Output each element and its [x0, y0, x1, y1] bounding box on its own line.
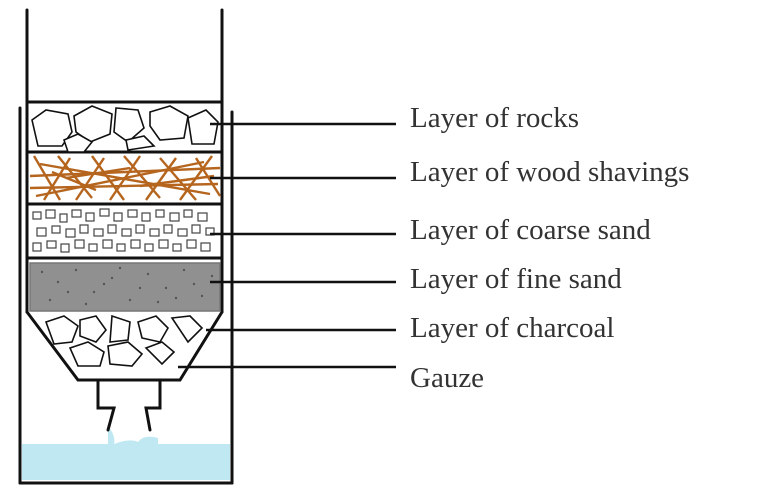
label-coarse-sand: Layer of coarse sand [410, 214, 651, 246]
rocks-layer [27, 100, 222, 154]
leader-lines [178, 122, 396, 369]
coarse-sand-layer [27, 208, 222, 260]
label-gauze: Gauze [410, 362, 485, 394]
wood-shavings-layer [27, 155, 222, 206]
filtered-water [22, 444, 230, 480]
fine-sand-layer [29, 262, 221, 312]
label-rocks: Layer of rocks [410, 102, 580, 134]
label-wood-shavings: Layer of wood shavings [410, 156, 690, 188]
water-drip [108, 426, 158, 449]
container-outline [18, 106, 234, 485]
label-fine-sand: Layer of fine sand [410, 263, 622, 295]
label-charcoal: Layer of charcoal [410, 312, 615, 344]
charcoal-layer [44, 314, 204, 367]
